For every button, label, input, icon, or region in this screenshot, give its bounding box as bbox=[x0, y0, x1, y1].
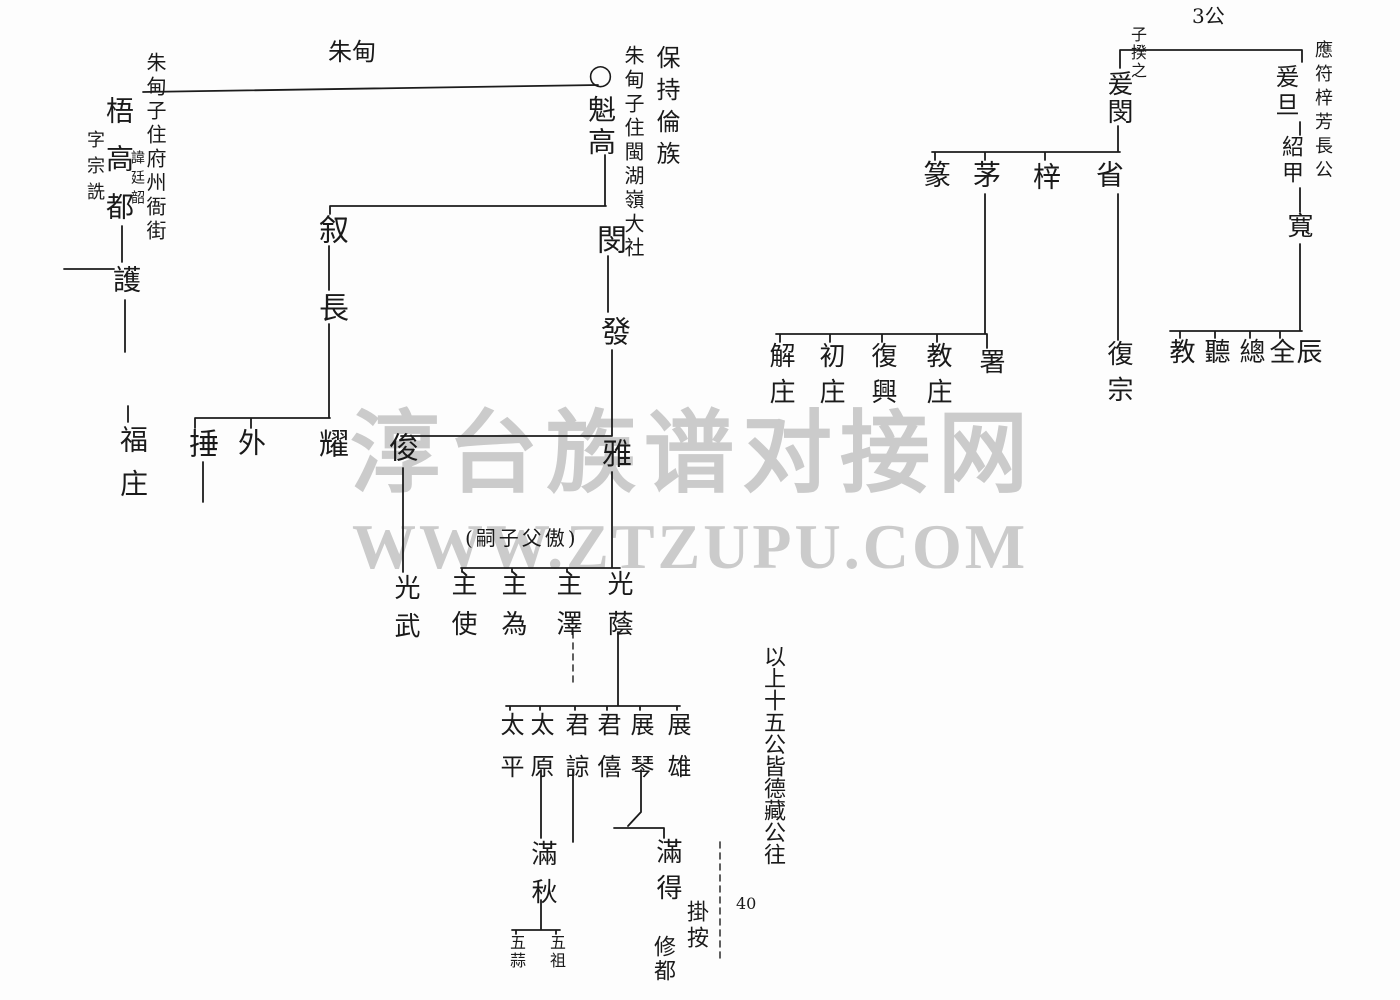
manqiu-son: 五蒜 bbox=[507, 934, 526, 970]
right-header-label: 3公 bbox=[1192, 4, 1225, 28]
mao-son: 初庄 bbox=[815, 342, 845, 414]
ya-son: 主澤 bbox=[552, 570, 582, 650]
wugao-courtesy-note: 字宗詵 bbox=[84, 130, 105, 208]
wugao-residence-note: 朱甸子住府州衙街 bbox=[143, 52, 167, 244]
mao-son: 復興 bbox=[867, 342, 897, 414]
kuan-son: 總 bbox=[1235, 338, 1265, 364]
yuandan-descent-line bbox=[1169, 121, 1303, 339]
wugao-descent-line bbox=[63, 225, 129, 423]
guangyin-children-line bbox=[505, 631, 681, 711]
kuan-son: 教 bbox=[1165, 338, 1195, 364]
wugao-grandson: 福庄 bbox=[116, 425, 149, 513]
xu-grandson: 耀 bbox=[313, 428, 348, 458]
yuanmin-note: 子揆之 bbox=[1128, 26, 1147, 80]
wugao-taboo-note: 諱廷韶 bbox=[129, 150, 145, 210]
min-son: 發 bbox=[595, 316, 630, 346]
yuanmin-son: 篆 bbox=[919, 160, 952, 188]
yuandan-grandson: 寬 bbox=[1283, 212, 1313, 238]
mande-son: 掛按 bbox=[683, 900, 708, 952]
guangyin-son: 太平 bbox=[496, 712, 524, 796]
taiyuan-descent-line bbox=[540, 769, 574, 843]
jun-son: 光武 bbox=[390, 574, 420, 650]
kuan-son: 全 bbox=[1265, 338, 1295, 364]
yuanmin-node: 爰閔 bbox=[1103, 70, 1133, 126]
kuigao-side-note: 保持倫族 bbox=[652, 45, 680, 173]
guangyin-son: 太原 bbox=[526, 712, 554, 796]
mao-son: 教庄 bbox=[922, 342, 952, 414]
lineage-label: 朱甸 bbox=[328, 38, 376, 66]
adoption-note: (嗣子父傲) bbox=[465, 526, 579, 550]
yuandan-note: 應符梓芳長公 bbox=[1312, 40, 1333, 184]
xu-node: 叙 bbox=[313, 214, 348, 244]
yuanmin-children-line bbox=[931, 125, 1121, 161]
wugao-son: 護 bbox=[109, 265, 142, 293]
ya-children-line bbox=[460, 471, 621, 573]
min-node: 閔 bbox=[591, 224, 626, 254]
manqiu-son: 五祖 bbox=[547, 934, 566, 970]
kuigao-residence-note: 朱甸子住閩湖嶺大社 bbox=[621, 45, 645, 261]
xu-son: 長 bbox=[313, 292, 348, 322]
kuan-son: 辰 bbox=[1292, 338, 1322, 364]
zhanqin-descent-line bbox=[613, 769, 665, 839]
xu-grandson: 外 bbox=[234, 428, 267, 456]
top-lineage-line bbox=[142, 84, 599, 93]
mande-son: 修都 bbox=[650, 935, 675, 983]
right-top-line bbox=[1119, 49, 1303, 69]
watermark-site-name: 淳台族谱对接网 bbox=[350, 400, 1036, 506]
yuanmin-son: 茅 bbox=[969, 160, 1002, 188]
closing-note: 以上十五公皆德藏公往 bbox=[760, 645, 785, 865]
min-grandson: 雅 bbox=[596, 438, 631, 468]
min-descent-line bbox=[400, 255, 613, 437]
sheng-son: 復宗 bbox=[1103, 340, 1133, 412]
mao-children-line bbox=[775, 193, 988, 349]
kuigao-founder: ○魁高 bbox=[584, 58, 617, 159]
manqiu-children-line bbox=[511, 899, 561, 935]
xu-descent-line bbox=[194, 245, 331, 503]
guangyin-son: 君僖 bbox=[593, 712, 621, 796]
yuandan-son: 紹甲 bbox=[1278, 135, 1303, 187]
ya-son: 主為 bbox=[497, 570, 527, 650]
guangyin-son: 展雄 bbox=[663, 712, 691, 796]
page-number: 40 bbox=[736, 894, 757, 913]
kuigao-children-line bbox=[329, 154, 607, 215]
zhanqin-son: 滿得 bbox=[652, 838, 682, 910]
yuanmin-son: 省 bbox=[1092, 160, 1125, 188]
kuan-son: 聽 bbox=[1200, 338, 1230, 364]
mao-son: 署 bbox=[975, 348, 1005, 374]
xu-grandson: 捶 bbox=[183, 428, 218, 458]
yuandan-node: 爰旦 bbox=[1271, 64, 1299, 120]
ya-son: 主使 bbox=[447, 570, 477, 650]
guangyin-son: 君諒 bbox=[561, 712, 589, 796]
min-grandson: 俊 bbox=[383, 432, 418, 462]
yuanmin-son: 梓 bbox=[1029, 162, 1062, 190]
guangyin-son: 展琴 bbox=[626, 712, 654, 796]
wugao-founder: 梧高都 bbox=[102, 96, 135, 240]
mao-son: 解庄 bbox=[765, 342, 795, 414]
ya-son: 光蔭 bbox=[603, 570, 633, 650]
taiyuan-son: 滿秋 bbox=[527, 840, 557, 916]
